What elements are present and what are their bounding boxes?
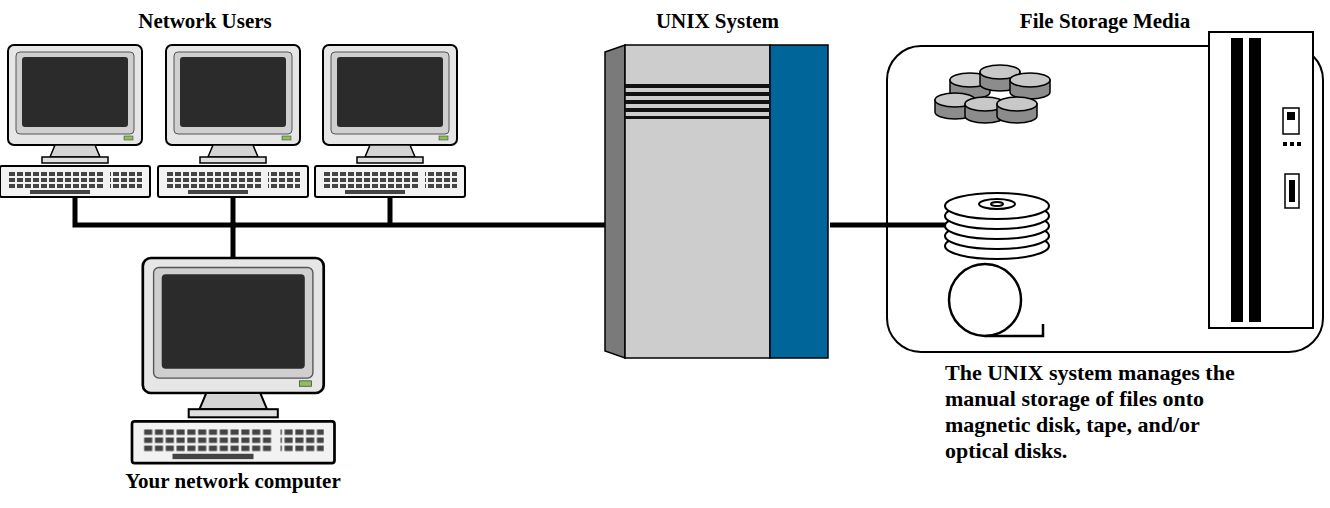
unix-server-shape <box>605 8 830 360</box>
user-computer <box>315 45 465 197</box>
unix-server: UNIX System <box>605 8 830 360</box>
storage-note: The UNIX system manages the manual stora… <box>945 360 1245 464</box>
network-bus <box>75 197 390 225</box>
network-link <box>830 223 885 228</box>
server-heading: UNIX System <box>605 8 830 34</box>
network-computer-shape <box>115 258 351 498</box>
user-computer <box>158 45 308 197</box>
network-link <box>233 225 605 258</box>
user-computer <box>0 45 150 197</box>
network-computer: Your network computer <box>115 258 351 498</box>
group-heading: Network Users <box>80 8 330 34</box>
computer-label: Your network computer <box>115 468 351 494</box>
storage-heading: File Storage Media <box>885 8 1325 34</box>
storage-media-panel: File Storage MediaThe UNIX system manage… <box>885 8 1325 503</box>
